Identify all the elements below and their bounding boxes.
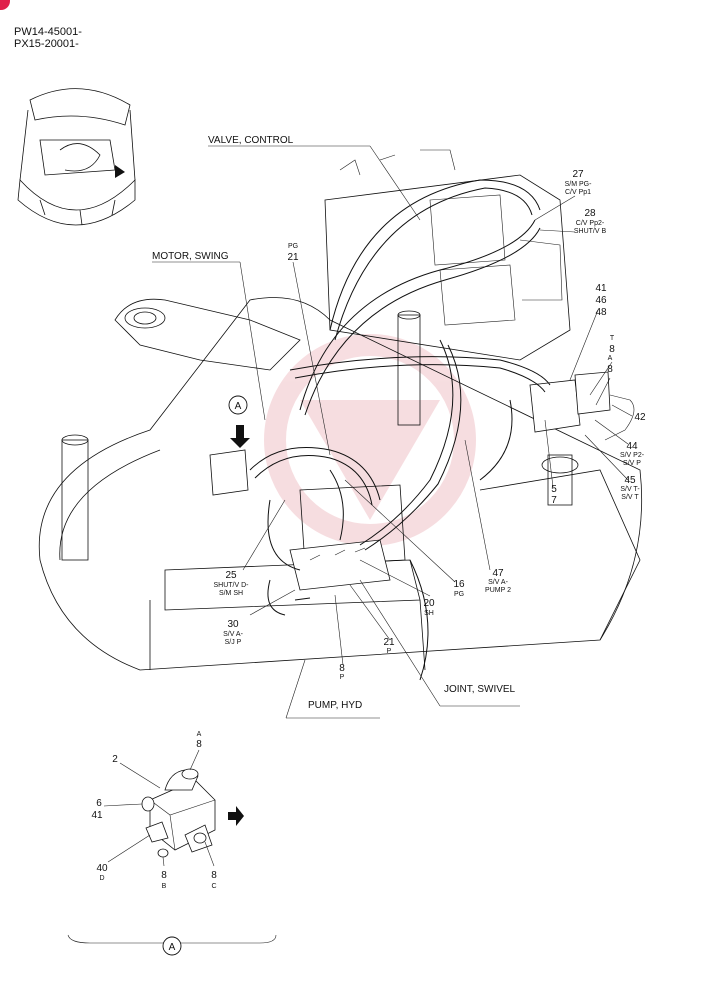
detail-8-a: 8 <box>196 739 202 750</box>
detail-part-8-b: 8 <box>161 870 167 881</box>
part-27-sub: S/M PG- <box>565 181 593 188</box>
part-42: 42 <box>634 412 646 423</box>
part-7: 7 <box>551 495 557 506</box>
label-pump-hyd: PUMP, HYD <box>308 700 362 711</box>
part-8-p: 8 <box>339 663 345 674</box>
serial-line-2: PX15-20001- <box>14 38 79 50</box>
part-20: 20 <box>423 598 435 609</box>
part-21-pg: 21 <box>287 252 299 263</box>
detail-part-8-c-sub: C <box>211 883 216 890</box>
detail-part-8-b-sub: B <box>162 883 167 890</box>
part-45-sub2: S/V T <box>621 494 639 501</box>
part-45: 45 <box>624 475 636 486</box>
part-30-sub2: S/J P <box>225 639 242 646</box>
part-numbers: 27 S/M PG- C/V Pp1 28 C/V Pp2- SHUT/V B … <box>214 169 646 681</box>
part-21-p-sub: P <box>387 648 392 655</box>
part-16: 16 <box>453 579 465 590</box>
part-5: 5 <box>551 484 557 495</box>
part-20-sub: SH <box>424 610 434 617</box>
part-30-sub: S/V A- <box>223 631 244 638</box>
detail-part-40-sub: D <box>99 875 104 882</box>
part-46: 46 <box>595 295 607 306</box>
part-47-sub: S/V A- <box>488 579 509 586</box>
part-47: 47 <box>492 568 504 579</box>
part-30: 30 <box>227 619 239 630</box>
part-25-sub: SHUT/V D- <box>214 582 250 589</box>
part-8-t: 8 <box>609 344 615 355</box>
detail-part-40: 40 <box>96 863 108 874</box>
callout-labels: VALVE, CONTROL MOTOR, SWING PUMP, HYD JO… <box>152 135 516 711</box>
label-valve-control: VALVE, CONTROL <box>208 135 294 146</box>
part-28-sub: C/V Pp2- <box>576 220 605 227</box>
detail-8-a-top: A <box>197 731 202 738</box>
part-47-sub2: PUMP 2 <box>485 587 511 594</box>
part-25: 25 <box>225 570 237 581</box>
part-8-a: 8 <box>607 364 613 375</box>
part-48: 48 <box>595 307 607 318</box>
part-8-t-top: T <box>610 335 615 342</box>
detail-a-drawing <box>67 749 277 956</box>
part-44: 44 <box>626 441 638 452</box>
part-45-sub: S/V T- <box>620 486 640 493</box>
part-21-top: PG <box>288 243 298 250</box>
machine-thumbnail <box>17 88 136 226</box>
label-motor-swing: MOTOR, SWING <box>152 251 229 262</box>
leader-lines <box>152 145 633 719</box>
part-44-sub2: S/V P <box>623 460 641 467</box>
corner-marker <box>0 0 10 10</box>
part-16-sub: PG <box>454 591 464 598</box>
part-28-sub2: SHUT/V B <box>574 228 607 235</box>
part-44-sub: S/V P2- <box>620 452 645 459</box>
part-27-sub2: C/V Pp1 <box>565 189 591 196</box>
part-41: 41 <box>595 283 607 294</box>
part-21-p: 21 <box>383 637 395 648</box>
watermark-logo <box>264 334 476 546</box>
detail-a-labels: A 8 2 6 41 40 D 8 B 8 C A <box>91 731 217 953</box>
part-27: 27 <box>572 169 584 180</box>
detail-part-41: 41 <box>91 810 103 821</box>
part-28: 28 <box>584 208 596 219</box>
view-a-marker: A <box>228 395 248 415</box>
view-a-marker-label: A <box>235 401 242 412</box>
main-assembly <box>38 149 643 681</box>
part-25-sub2: S/M SH <box>219 590 243 597</box>
part-8-p-sub: P <box>340 674 345 681</box>
serial-line-1: PW14-45001- <box>14 26 82 38</box>
detail-part-2: 2 <box>112 754 118 765</box>
detail-part-6: 6 <box>96 798 102 809</box>
detail-view-label: A <box>169 942 176 953</box>
part-8-a-top: A <box>608 355 613 362</box>
label-joint-swivel: JOINT, SWIVEL <box>444 684 516 695</box>
detail-part-8-c: 8 <box>211 870 217 881</box>
